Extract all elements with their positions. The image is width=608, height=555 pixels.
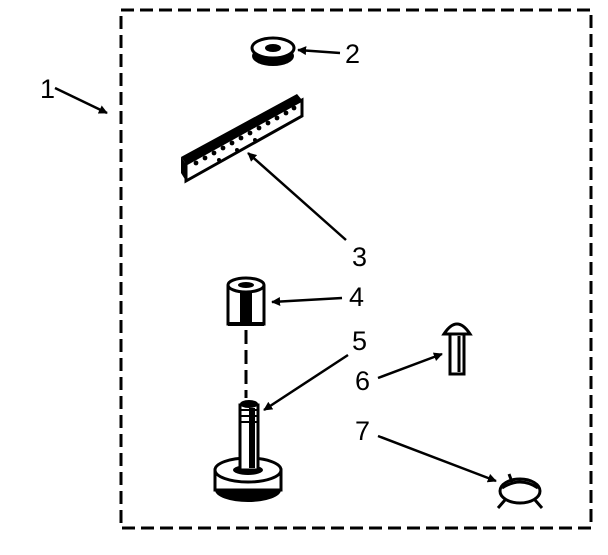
leader-2 (297, 46, 341, 56)
callout-7: 7 (355, 416, 370, 446)
callout-6: 6 (355, 366, 370, 396)
leader-6 (377, 352, 443, 380)
washer-part (250, 36, 296, 66)
callout-2: 2 (345, 39, 360, 69)
leader-5 (263, 353, 349, 412)
callout-5: 5 (352, 326, 367, 356)
callout-3: 3 (352, 242, 367, 272)
callout-4: 4 (349, 282, 364, 312)
bracket-part (181, 94, 304, 184)
callout-1: 1 (40, 74, 55, 104)
nut-part (226, 276, 266, 326)
clamp-part (496, 473, 544, 509)
kit-boundary (119, 8, 593, 530)
leader-7 (377, 434, 497, 483)
stud-part (213, 400, 283, 502)
rivet-part (441, 322, 473, 376)
leader-3 (247, 152, 347, 241)
leader-1 (54, 86, 108, 115)
leader-4 (271, 296, 343, 307)
